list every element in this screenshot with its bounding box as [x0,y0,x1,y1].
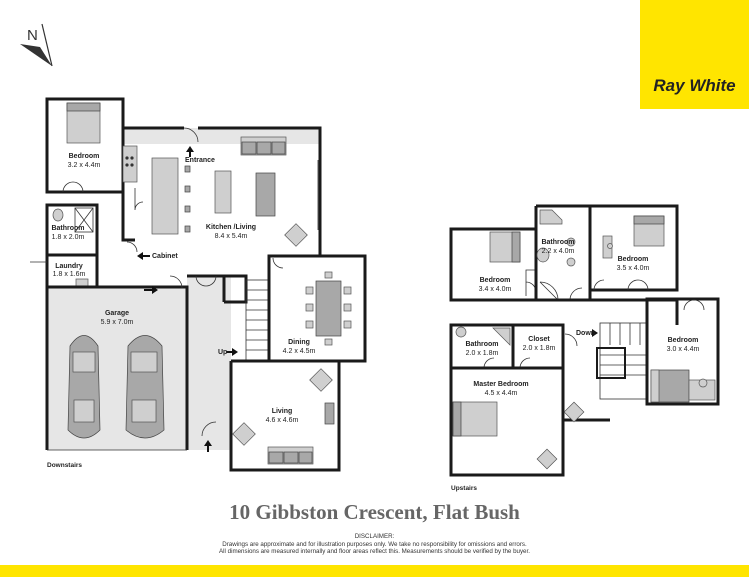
brand-name: Ray White [653,76,736,95]
kitchen-living-name: Kitchen /Living [206,224,256,231]
car-icon [67,335,101,439]
downstairs-bathroom-size: 1.8 x 2.0m [52,234,85,241]
front-door-arrow-icon [204,440,212,446]
toilet-icon [536,247,550,263]
stair-icon [596,322,647,400]
dining-name: Dining [288,339,310,346]
armchair-icon [563,401,585,423]
downstairs-plan: Bedroom 3.2 x 4.4m Bathroom 1.8 x 2.0m L… [30,97,367,472]
basin-icon [566,257,576,267]
property-address: 10 Gibbston Crescent, Flat Bush [229,500,520,524]
fireplace-icon [324,402,335,425]
armchair-icon [309,368,333,392]
upstairs-bedroom-right-size: 3.0 x 4.4m [667,346,700,353]
upstairs-bedroom-right-name: Bedroom [668,337,699,344]
closet-name: Closet [528,336,550,343]
kitchen-living-size: 8.4 x 5.4m [215,233,248,240]
basin-icon [566,237,576,247]
laundry-name: Laundry [55,263,83,270]
cooktop-icon [122,145,138,183]
shower-icon [492,327,511,346]
armchair-icon [232,422,256,446]
armchair-icon [536,448,558,470]
toilet-icon [52,208,64,222]
disclaimer-heading: DISCLAIMER: [354,533,395,540]
upstairs-bathroom-small-size: 2.0 x 1.8m [466,350,499,357]
dining-table-icon [315,280,342,337]
upstairs-bathroom-top-name: Bathroom [541,239,574,246]
sofa-icon [214,170,232,214]
entrance-label: Entrance [185,157,215,164]
upstairs-bedroom-left-size: 3.4 x 4.0m [479,286,512,293]
upstairs-bedroom-top-right-name: Bedroom [618,256,649,263]
armchair-icon [284,223,308,247]
bottom-bar [0,565,749,577]
up-arrow-icon [232,348,238,356]
down-label: Down [576,330,595,337]
cabinet-label: Cabinet [152,253,178,260]
toilet-icon [455,326,467,338]
down-arrow-icon [592,329,598,337]
master-bedroom-size: 4.5 x 4.4m [485,390,518,397]
downstairs-bedroom-name: Bedroom [69,153,100,160]
car-icon [125,335,165,439]
downstairs-label: Downstairs [47,462,82,469]
upstairs-bathroom-top-size: 2.2 x 4.0m [542,248,575,255]
up-label: Up [218,349,227,356]
downstairs-bedroom-size: 3.2 x 4.4m [68,162,101,169]
disclaimer-line-2: All dimensions are measured internally a… [219,548,530,555]
cabinet-arrow-icon [137,252,143,260]
garage-name: Garage [105,310,129,317]
garage-size: 5.9 x 7.0m [101,319,134,326]
living-size: 4.6 x 4.6m [266,417,299,424]
living-name: Living [272,408,293,415]
garage-entry-arrow-icon [152,286,158,294]
upstairs-plan: Bedroom 3.4 x 4.0m Bathroom 2.2 x 4.0m B… [449,204,720,492]
disclaimer-line-1: Drawings are approximate and for illustr… [222,541,527,548]
compass-label: N [27,27,38,44]
laundry-size: 1.8 x 1.6m [53,271,86,278]
tv-unit-icon [255,172,276,217]
brand-logo: Ray White [640,0,749,109]
compass: N [20,23,53,67]
closet-size: 2.0 x 1.8m [523,345,556,352]
bathtub-icon [539,209,563,225]
upstairs-bedroom-left-name: Bedroom [480,277,511,284]
entrance-arrow-icon [186,146,194,152]
compass-arrow-icon [20,44,52,66]
downstairs-bathroom-name: Bathroom [51,225,84,232]
stair-icon [245,279,269,361]
upstairs-label: Upstairs [451,485,477,492]
dining-size: 4.2 x 4.5m [283,348,316,355]
master-bedroom-name: Master Bedroom [473,381,528,388]
upstairs-bedroom-top-right-size: 3.5 x 4.0m [617,265,650,272]
kitchen-island-icon [151,157,179,235]
upstairs-bathroom-small-name: Bathroom [465,341,498,348]
